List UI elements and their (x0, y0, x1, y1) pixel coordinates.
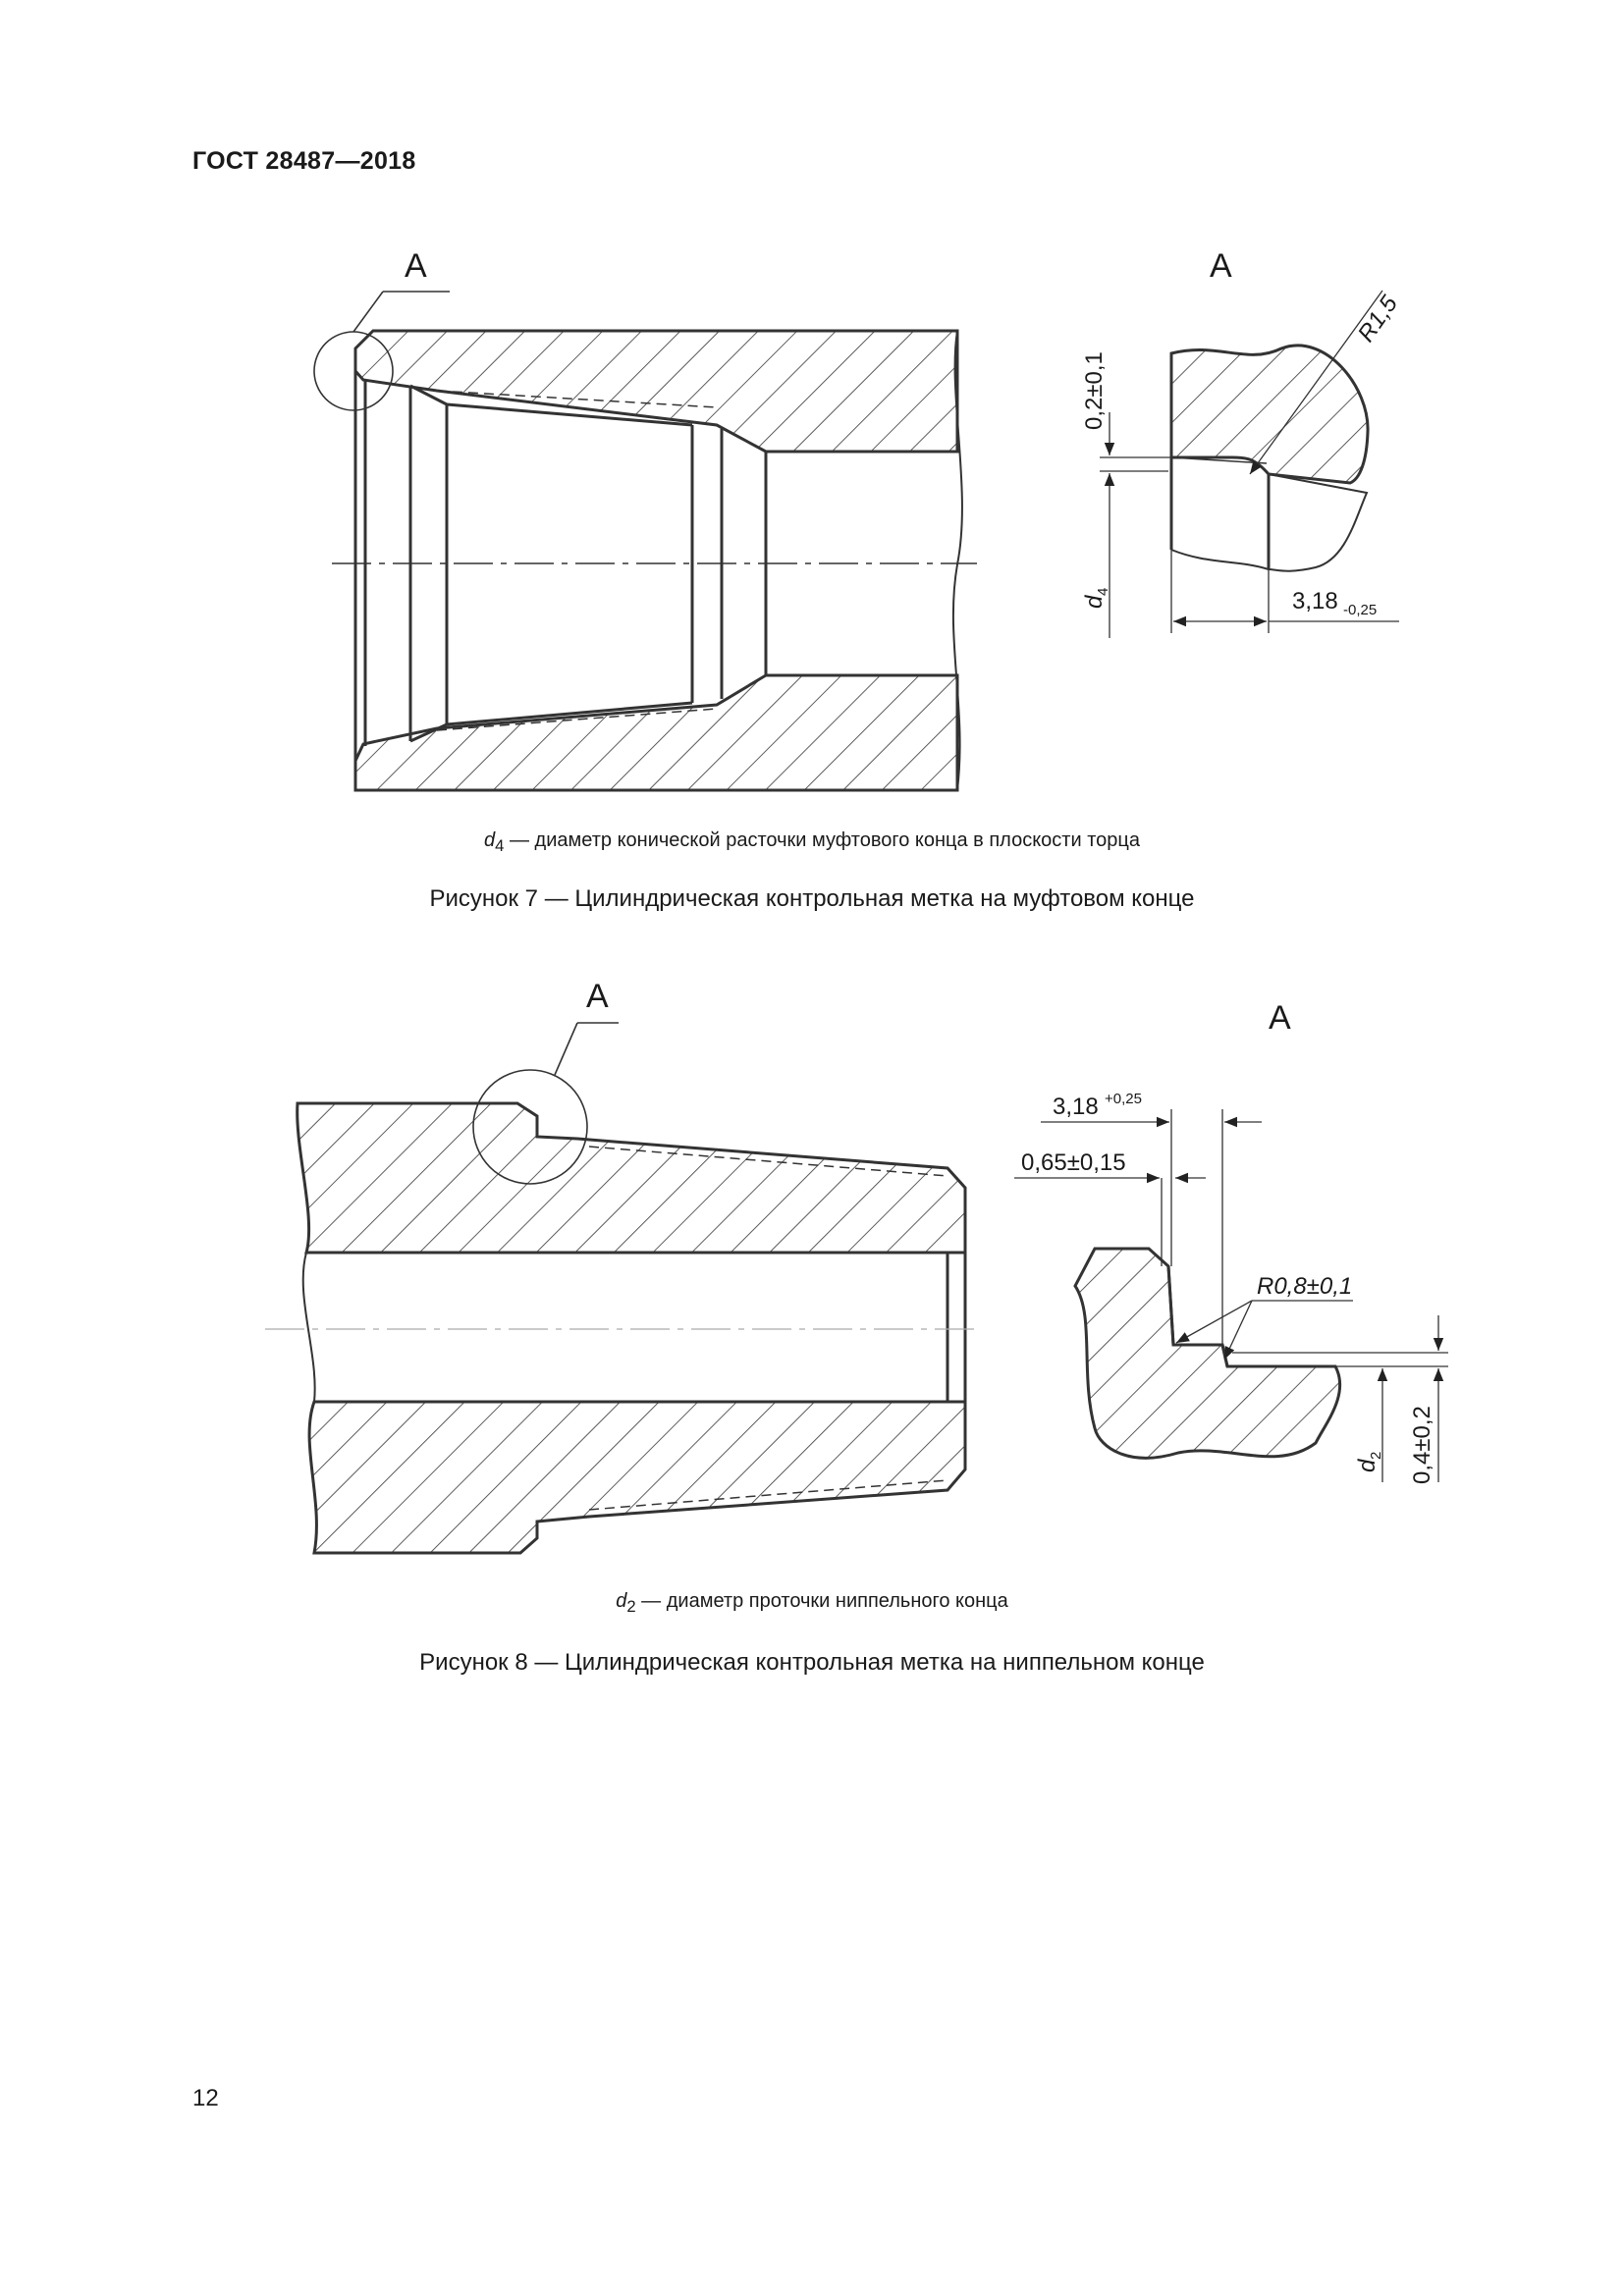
figure8-main-view (265, 1022, 977, 1555)
figure7-dim-diameter-sub: 4 (1095, 588, 1111, 596)
figure8-dim-depth: 0,65±0,15 (1021, 1149, 1126, 1176)
figure7-dim-width: 3,18 (1292, 588, 1338, 614)
figure7-dim-width-tol: -0,25 (1343, 602, 1377, 618)
figure8-title: Рисунок 8 — Цилиндрическая контрольная м… (419, 1649, 1205, 1676)
figure8-dim-width: 3,18 (1053, 1094, 1099, 1120)
figure8-dim-radius: R0,8±0,1 (1257, 1273, 1352, 1300)
figure8-view-label: А (586, 978, 609, 1015)
figure7-dim-radius: R1,5 (1353, 291, 1404, 347)
figure7-detail-view (1100, 290, 1399, 638)
figure8-dim-diameter: d (1354, 1459, 1380, 1472)
figure8-legend-sub: 2 (626, 1597, 636, 1616)
figure7-legend-text: — диаметр конической расточки муфтового … (504, 829, 1140, 851)
figure7-title: Рисунок 7 — Цилиндрическая контрольная м… (429, 885, 1195, 912)
figure8-detail-section (1073, 1247, 1342, 1460)
figure8-detail-label: А (1269, 999, 1291, 1037)
figure8-legend-symbol: d (616, 1590, 627, 1612)
figure7-view-label: А (405, 247, 427, 285)
figure7-dim-gap: 0,2±0,1 (1081, 351, 1108, 430)
figure7-top-section (353, 329, 959, 454)
figure8-dim-width-tol: +0,25 (1105, 1091, 1142, 1107)
figure7-detail-label: А (1210, 247, 1232, 285)
figure7-legend-symbol: d (484, 829, 496, 851)
figure8-dim-step: 0,4±0,2 (1409, 1406, 1435, 1484)
figure7-legend: d4 — диаметр конической расточки муфтово… (0, 829, 1624, 856)
figure8-bottom-section (307, 1400, 967, 1555)
figure7-main-view (313, 291, 977, 792)
figure8-legend: d2 — диаметр проточки ниппельного конца (0, 1590, 1624, 1617)
figure8-legend-text: — диаметр проточки ниппельного конца (635, 1590, 1008, 1612)
figure8-top-section (296, 1101, 967, 1255)
figure7-dim-diameter: d (1081, 595, 1108, 609)
figure7-legend-sub: 4 (495, 836, 505, 855)
figure8-detail-view (1014, 1109, 1448, 1482)
figure8-detail-circle (472, 1069, 588, 1185)
figure8-dim-diameter-sub: 2 (1368, 1452, 1384, 1460)
page-number: 12 (192, 2085, 219, 2111)
document-header: ГОСТ 28487—2018 (192, 147, 416, 175)
figure7-detail-section (1169, 344, 1370, 485)
